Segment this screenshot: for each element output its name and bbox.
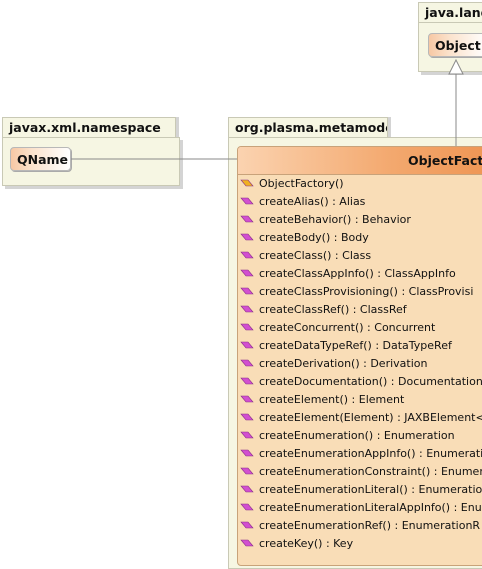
- class-name: ObjectFactory: [408, 153, 482, 168]
- method-icon: [240, 215, 254, 223]
- operation-row[interactable]: createEnumeration() : Enumeration: [240, 427, 455, 445]
- operation-row[interactable]: createElement() : Element: [240, 391, 404, 409]
- package-tab-java-lang: java.lang: [418, 2, 482, 22]
- operation-label: createEnumeration() : Enumeration: [259, 429, 455, 442]
- method-icon: [240, 251, 254, 259]
- method-icon: [240, 431, 254, 439]
- method-icon: [240, 233, 254, 241]
- operation-row[interactable]: createConcurrent() : Concurrent: [240, 319, 435, 337]
- generalization-arrowhead: [448, 58, 464, 75]
- operation-label: createKey() : Key: [259, 537, 354, 550]
- constructor-icon: [240, 179, 254, 187]
- operation-label: createClassAppInfo() : ClassAppInfo: [259, 267, 456, 280]
- operation-label: createDocumentation() : Documentation: [259, 375, 482, 388]
- operation-row[interactable]: createBehavior() : Behavior: [240, 211, 411, 229]
- operation-label: createBody() : Body: [259, 231, 369, 244]
- method-icon: [240, 359, 254, 367]
- operation-row[interactable]: createAlias() : Alias: [240, 193, 365, 211]
- package-tab-javax-xml-namespace: javax.xml.namespace: [2, 117, 176, 137]
- operation-label: createEnumerationLiteral() : Enumeratio: [259, 483, 482, 496]
- operation-row[interactable]: createDataTypeRef() : DataTypeRef: [240, 337, 452, 355]
- operation-label: createElement(Element) : JAXBElement<: [259, 411, 482, 424]
- class-qname[interactable]: QName: [10, 147, 71, 171]
- class-name: QName: [17, 152, 69, 167]
- method-icon: [240, 485, 254, 493]
- operation-row[interactable]: createKey() : Key: [240, 535, 353, 553]
- operation-label: createDataTypeRef() : DataTypeRef: [259, 339, 452, 352]
- operation-row[interactable]: createClassAppInfo() : ClassAppInfo: [240, 265, 456, 283]
- operation-label: createBehavior() : Behavior: [259, 213, 411, 226]
- operation-label: createDerivation() : Derivation: [259, 357, 428, 370]
- class-object[interactable]: Object: [428, 33, 482, 57]
- operation-row[interactable]: createDerivation() : Derivation: [240, 355, 427, 373]
- package-javax-xml-namespace: [2, 137, 180, 186]
- method-icon: [240, 467, 254, 475]
- method-icon: [240, 539, 254, 547]
- operation-label: createEnumerationRef() : EnumerationR: [259, 519, 481, 532]
- operation-label: createEnumerationLiteralAppInfo() : Enur: [259, 501, 482, 514]
- operation-row[interactable]: createClass() : Class: [240, 247, 371, 265]
- operation-label: createElement() : Element: [259, 393, 405, 406]
- operation-row[interactable]: createEnumerationLiteralAppInfo() : Enur: [240, 499, 482, 517]
- method-icon: [240, 197, 254, 205]
- operation-label: createConcurrent() : Concurrent: [259, 321, 436, 334]
- method-icon: [240, 377, 254, 385]
- method-icon: [240, 341, 254, 349]
- operation-label: ObjectFactory(): [259, 177, 344, 190]
- class-name: Object: [435, 38, 481, 53]
- operation-label: createClassRef() : ClassRef: [259, 303, 407, 316]
- operation-label: createClassProvisioning() : ClassProvisi: [259, 285, 474, 298]
- method-icon: [240, 413, 254, 421]
- operation-row[interactable]: createEnumerationLiteral() : Enumeratio: [240, 481, 482, 499]
- package-tab-org-plasma-metamodel: org.plasma.metamodel: [228, 117, 388, 137]
- method-icon: [240, 521, 254, 529]
- method-icon: [240, 449, 254, 457]
- operation-row[interactable]: ObjectFactory(): [240, 175, 344, 193]
- operation-row[interactable]: createEnumerationConstraint() : Enumer: [240, 463, 482, 481]
- operation-row[interactable]: createEnumerationRef() : EnumerationR: [240, 517, 480, 535]
- package-name: org.plasma.metamodel: [235, 120, 388, 135]
- operation-row[interactable]: createClassProvisioning() : ClassProvisi: [240, 283, 473, 301]
- class-header: ObjectFactory: [238, 147, 482, 175]
- operation-row[interactable]: createElement(Element) : JAXBElement<: [240, 409, 482, 427]
- method-icon: [240, 395, 254, 403]
- operation-row[interactable]: createClassRef() : ClassRef: [240, 301, 407, 319]
- operation-label: createClass() : Class: [259, 249, 372, 262]
- method-icon: [240, 503, 254, 511]
- method-icon: [240, 269, 254, 277]
- operation-row[interactable]: createDocumentation() : Documentation: [240, 373, 482, 391]
- package-name: java.lang: [425, 5, 482, 20]
- method-icon: [240, 287, 254, 295]
- method-icon: [240, 323, 254, 331]
- package-name: javax.xml.namespace: [9, 120, 161, 135]
- class-object-factory[interactable]: ObjectFactory ObjectFactory() createAlias…: [237, 146, 482, 566]
- operation-label: createEnumerationAppInfo() : Enumerati: [259, 447, 482, 460]
- operation-label: createEnumerationConstraint() : Enumer: [259, 465, 482, 478]
- operation-row[interactable]: createEnumerationAppInfo() : Enumerati: [240, 445, 482, 463]
- operation-label: createAlias() : Alias: [259, 195, 366, 208]
- method-icon: [240, 305, 254, 313]
- connector-lines: [71, 58, 464, 160]
- operation-row[interactable]: createBody() : Body: [240, 229, 369, 247]
